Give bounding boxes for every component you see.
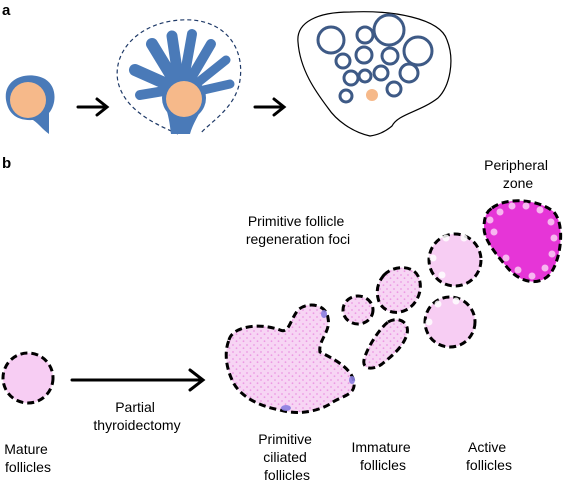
regeneration-foci-label-line1: Primitive follicle — [248, 213, 345, 229]
active-follicles — [423, 232, 483, 349]
mature-follicles-label-line1: Mature — [4, 441, 48, 457]
peripheral-zone-label-line1: Peripheral — [484, 157, 548, 173]
stage3-lobe-outline — [297, 11, 452, 137]
mature-follicles-label-line2: follicles — [5, 459, 51, 475]
stage2-dashed-outline — [116, 19, 242, 135]
stage2-bud-core — [166, 81, 202, 117]
immature-follicles — [341, 266, 422, 370]
peripheral-follicle-body — [482, 199, 563, 283]
immature-follicles-label-line2: follicles — [360, 457, 406, 473]
panel-a-arrow-1 — [76, 97, 110, 117]
immature-follicle-small — [341, 294, 375, 326]
active-follicle-lower — [423, 295, 477, 349]
mature-follicle — [1, 351, 55, 405]
primitive-ciliated-label-line1: Primitive — [258, 431, 312, 447]
partial-thyroidectomy-label-line1: Partial — [115, 399, 155, 415]
cilia-patch-bottom — [281, 405, 291, 411]
primitive-ciliated-label-line3: follicles — [264, 467, 310, 483]
peripheral-zone-label-line2: zone — [503, 175, 534, 191]
cilia-patch-right — [349, 376, 355, 384]
panel-a-letter: a — [2, 2, 11, 19]
active-follicle-upper-cells — [429, 234, 468, 279]
immature-follicle-upper — [375, 266, 422, 314]
stage2-branching-bud — [116, 19, 242, 135]
stage1-thyroid-bud — [5, 75, 55, 134]
cilia-patch-top — [321, 310, 327, 318]
primitive-ciliated-follicle-cluster — [224, 303, 356, 414]
active-follicles-label-line2: follicles — [466, 457, 512, 473]
immature-follicle-elongated — [362, 318, 409, 370]
mature-follicles-label: Mature follicles — [4, 441, 51, 475]
active-follicle-upper — [427, 232, 483, 288]
panel-b-letter: b — [2, 155, 11, 172]
active-follicle-lower-cells — [425, 297, 460, 326]
panel-a-arrow-2 — [253, 97, 287, 117]
peripheral-follicle-cells — [486, 202, 558, 280]
primitive-ciliated-label-line2: ciliated — [263, 449, 307, 465]
regeneration-foci-label-line2: regeneration foci — [246, 231, 350, 247]
immature-follicles-label: Immature follicles — [351, 439, 414, 473]
partial-thyroidectomy-label: Partial thyroidectomy — [93, 399, 180, 433]
peripheral-zone-label: Peripheral zone — [484, 157, 552, 191]
primitive-ciliated-follicles-label: Primitive ciliated follicles — [258, 431, 316, 483]
peripheral-zone-follicle — [482, 199, 563, 283]
partial-thyroidectomy-arrow — [70, 368, 206, 392]
active-follicles-label-line1: Active — [468, 439, 506, 455]
immature-follicles-label-line1: Immature — [351, 439, 410, 455]
partial-thyroidectomy-label-line2: thyroidectomy — [93, 417, 180, 433]
stage3-ultimobranchial-remnant — [366, 89, 378, 101]
active-follicles-label: Active follicles — [466, 439, 512, 473]
primitive-cluster-body — [224, 303, 356, 414]
regeneration-foci-label: Primitive follicle regeneration foci — [246, 213, 350, 247]
stage3-thyroid-lobe — [297, 11, 452, 137]
stage3-follicles — [316, 13, 434, 104]
stage1-bud-core — [10, 82, 46, 118]
